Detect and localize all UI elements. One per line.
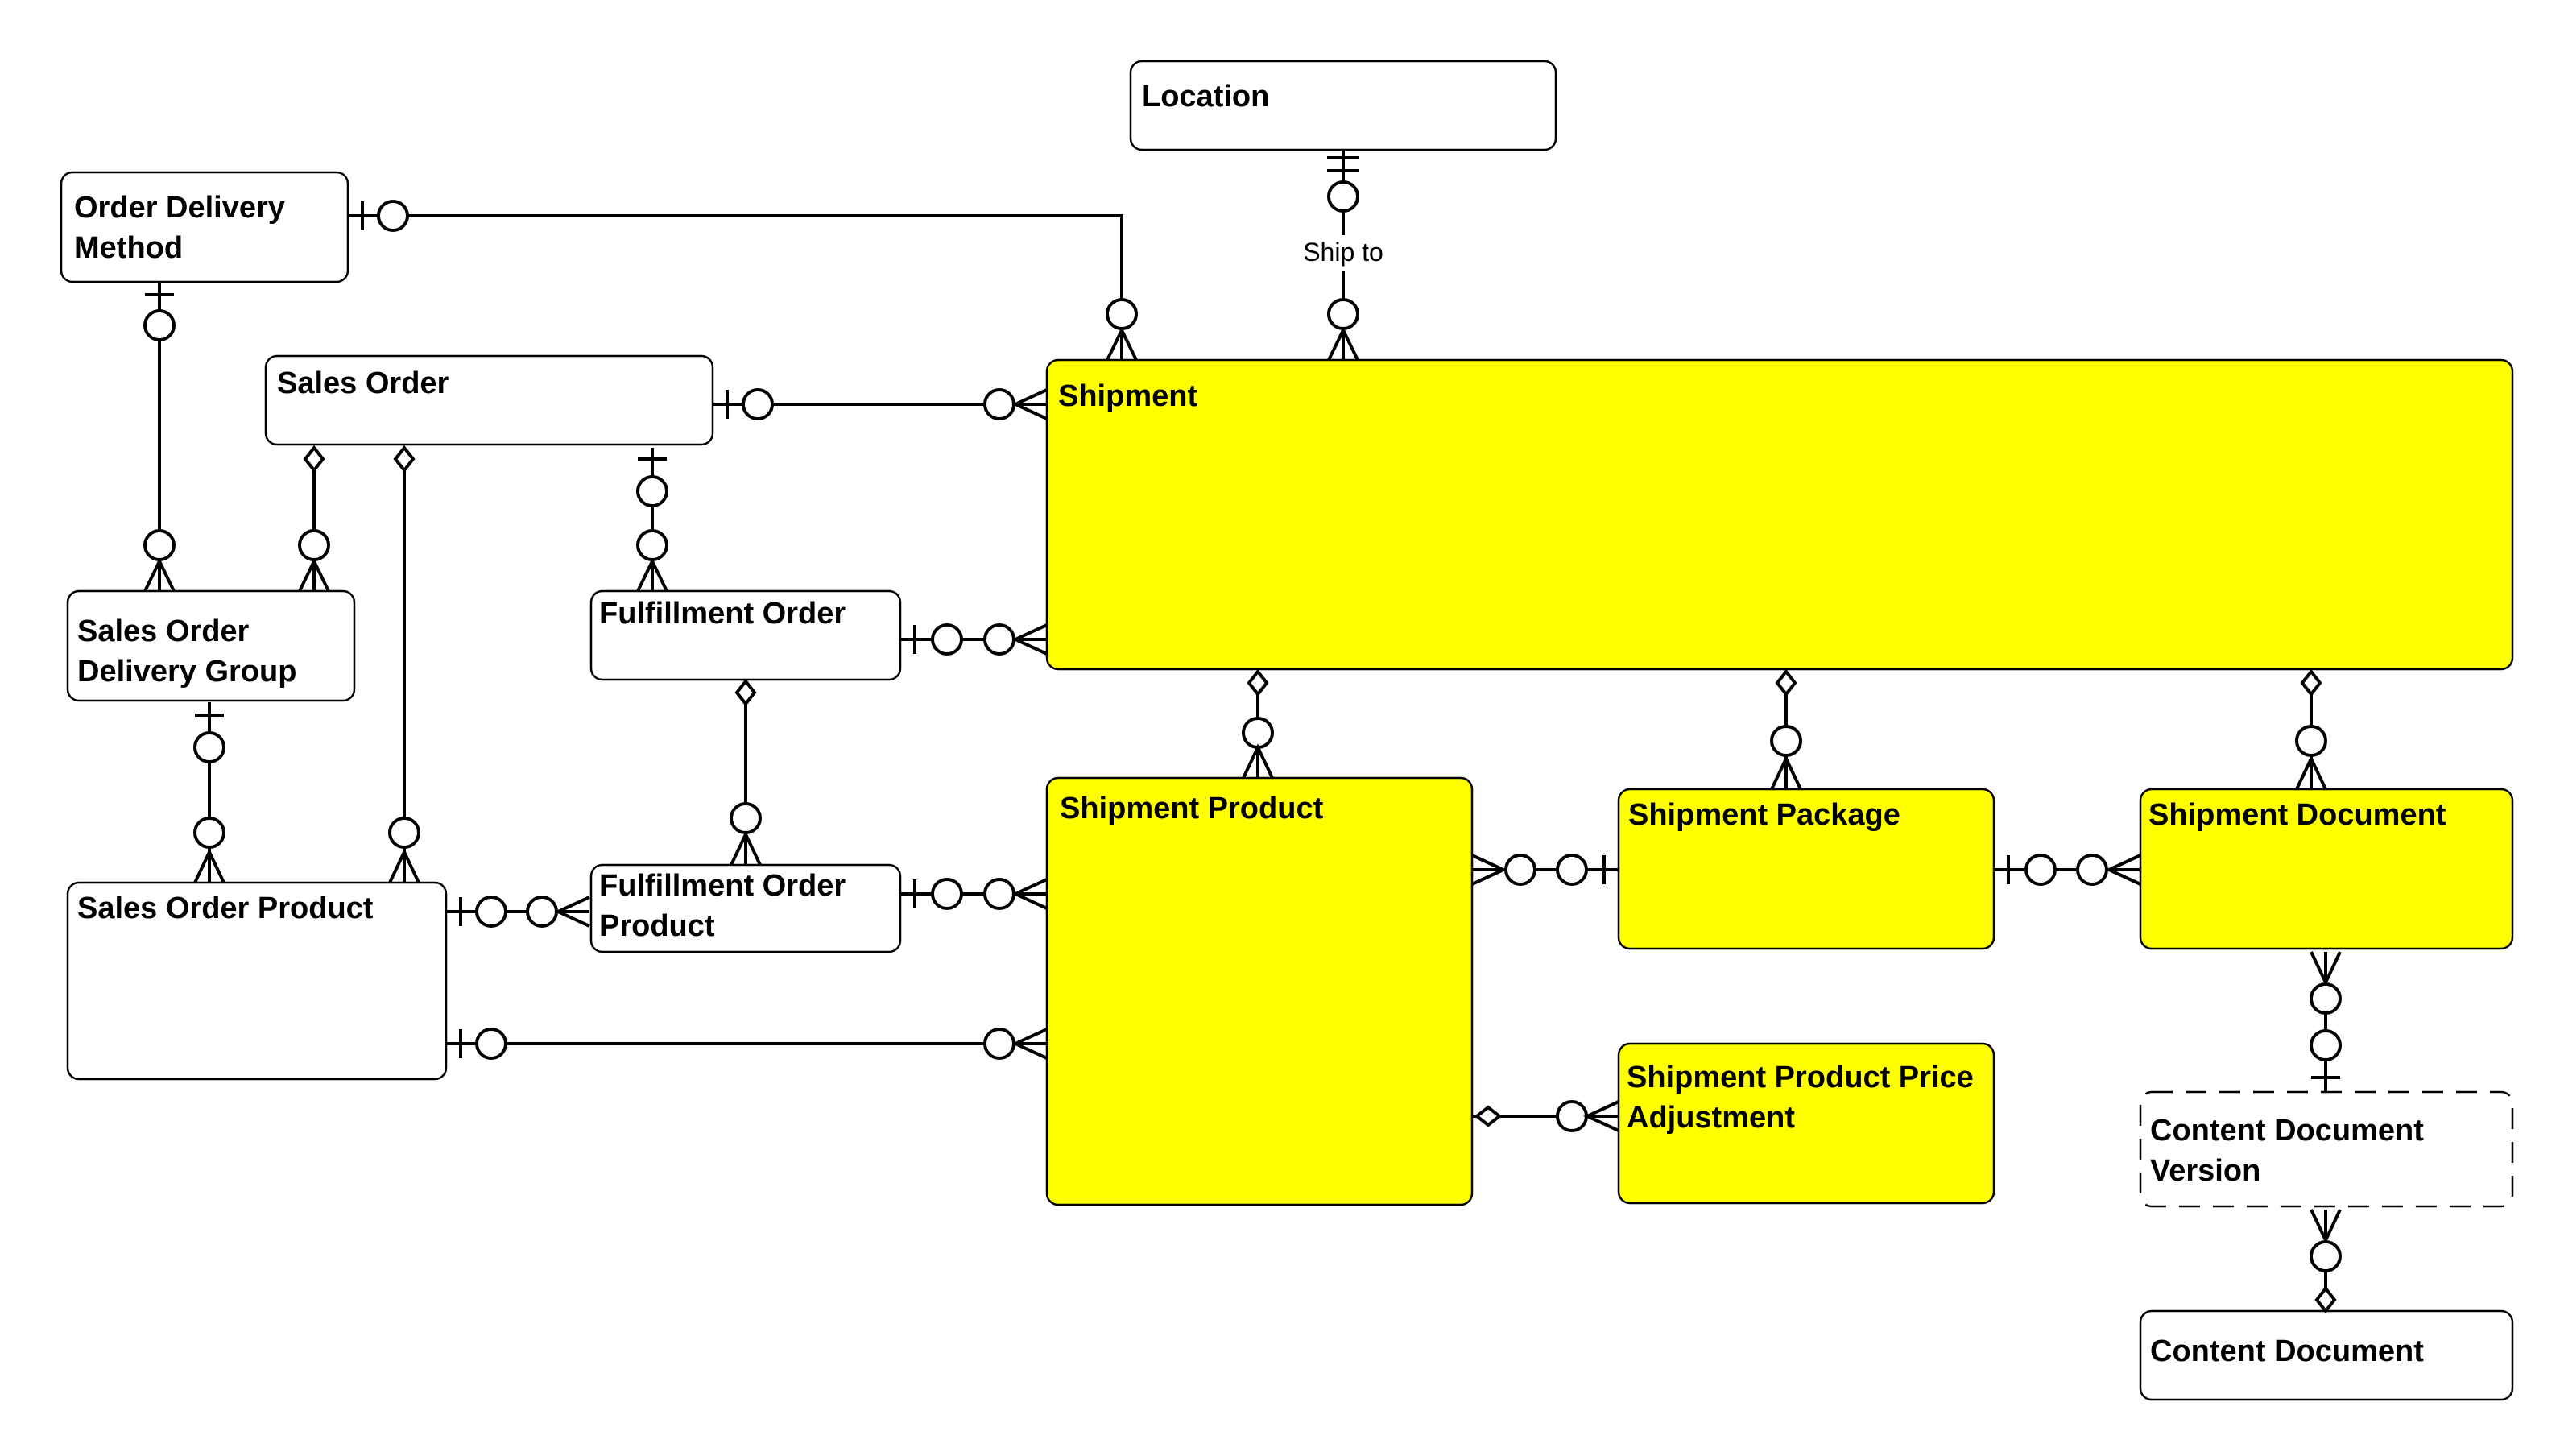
location-entity-box[interactable] [1129, 60, 1557, 151]
fo-shipment-many-marker [983, 623, 1048, 656]
so-sop-diamond-marker [393, 445, 416, 474]
sp-spkg-many-marker [1471, 854, 1536, 886]
shipment-document-title: Shipment Document [2148, 798, 2446, 832]
so-sodg-many-marker [298, 529, 330, 592]
fo-shipment-one-marker [913, 623, 963, 656]
content-document-title: Content Document [2150, 1334, 2424, 1368]
shipment-title: Shipment [1058, 379, 1197, 413]
cardinality-markers [143, 156, 2342, 1314]
shipment-sp-many-marker [1242, 717, 1274, 779]
shipment-document-entity-box[interactable] [2139, 788, 2514, 950]
fop-sp-one-marker [913, 878, 963, 910]
spkg-sdoc-one-marker [2007, 854, 2057, 886]
cdv-cd-diamond-marker [2314, 1285, 2337, 1314]
sop-sp-one-marker [459, 1028, 507, 1060]
shipment-product-price-adjustment-entity-box[interactable] [1617, 1042, 1995, 1205]
shipment-sdoc-many-marker [2295, 725, 2327, 790]
sop-fop-one-marker [459, 896, 507, 928]
sop-fop-many-marker [526, 896, 590, 928]
ship-to-label-group: Ship to [1296, 235, 1390, 271]
sop-sp-many-marker [983, 1028, 1048, 1060]
content-document-version-title: Content Document Version [2150, 1114, 2432, 1188]
sales-order-delivery-group-title: Sales Order Delivery Group [77, 614, 296, 689]
shipment-package-title: Shipment Package [1628, 798, 1900, 832]
fo-fop-diamond-marker [734, 678, 757, 707]
fop-sp-many-marker [983, 878, 1048, 910]
spkg-sdoc-many-marker [2076, 854, 2141, 886]
sp-spkg-one-marker [1556, 854, 1606, 886]
sdoc-cdv-many-marker [2310, 951, 2342, 1015]
so-fo-many-marker [636, 529, 668, 592]
sales-order-entity-box[interactable] [264, 354, 714, 446]
shipment-spkg-diamond-marker [1775, 668, 1797, 697]
entity-titles: Location Order Delivery Method Sales Ord… [74, 80, 2446, 1368]
entity-boxes [60, 60, 2514, 1401]
ship-to-label: Ship to [1303, 238, 1383, 267]
sales-order-product-title: Sales Order Product [77, 891, 374, 925]
location-shipment-many-marker [1327, 298, 1359, 361]
cdv-cd-many-marker [2310, 1209, 2342, 1272]
location-title: Location [1142, 80, 1269, 114]
content-document-version-entity-box[interactable] [2139, 1090, 2514, 1208]
odm-shipment-one-marker [361, 200, 409, 232]
shipment-package-entity-box[interactable] [1617, 788, 1995, 950]
shipment-product-price-adjustment-title: Shipment Product Price Adjustment [1627, 1061, 1982, 1135]
so-shipment-one-marker [726, 388, 774, 420]
fulfillment-order-product-title: Fulfillment Order Product [599, 869, 854, 943]
odm-shipment-many-marker [1106, 298, 1138, 361]
so-sop-many-marker [388, 817, 420, 883]
shipment-product-entity-box[interactable] [1045, 776, 1474, 1206]
shipment-product-title: Shipment Product [1060, 792, 1324, 825]
so-sodg-diamond-marker [303, 445, 325, 474]
sdoc-cdv-one-marker [2310, 1029, 2342, 1079]
sales-order-delivery-group-entity-box[interactable] [66, 589, 356, 702]
odm-sodg-many-marker [143, 529, 176, 592]
sodg-sop-many-marker [193, 817, 225, 883]
sales-order-product-entity-box[interactable] [66, 881, 448, 1081]
shipment-sp-diamond-marker [1247, 668, 1269, 697]
order-delivery-method-title: Order Delivery Method [74, 191, 293, 265]
shipment-spkg-many-marker [1770, 725, 1802, 790]
order-delivery-method-entity-box[interactable] [60, 171, 349, 283]
sp-sppa-diamond-marker [1474, 1105, 1503, 1127]
odm-sodg-one-marker [143, 293, 176, 341]
fulfillment-order-product-entity-box[interactable] [589, 863, 902, 953]
fulfillment-order-title: Fulfillment Order [599, 597, 846, 631]
sales-order-title: Sales Order [277, 366, 449, 400]
fo-fop-many-marker [730, 802, 762, 866]
shipment-sdoc-diamond-marker [2300, 668, 2322, 697]
location-shipment-one-marker [1327, 156, 1359, 213]
so-fo-one-marker [636, 457, 668, 507]
so-shipment-many-marker [983, 388, 1048, 420]
shipment-entity-box[interactable] [1045, 358, 2514, 671]
sp-sppa-many-marker [1556, 1100, 1619, 1132]
sodg-sop-one-marker [193, 714, 225, 763]
